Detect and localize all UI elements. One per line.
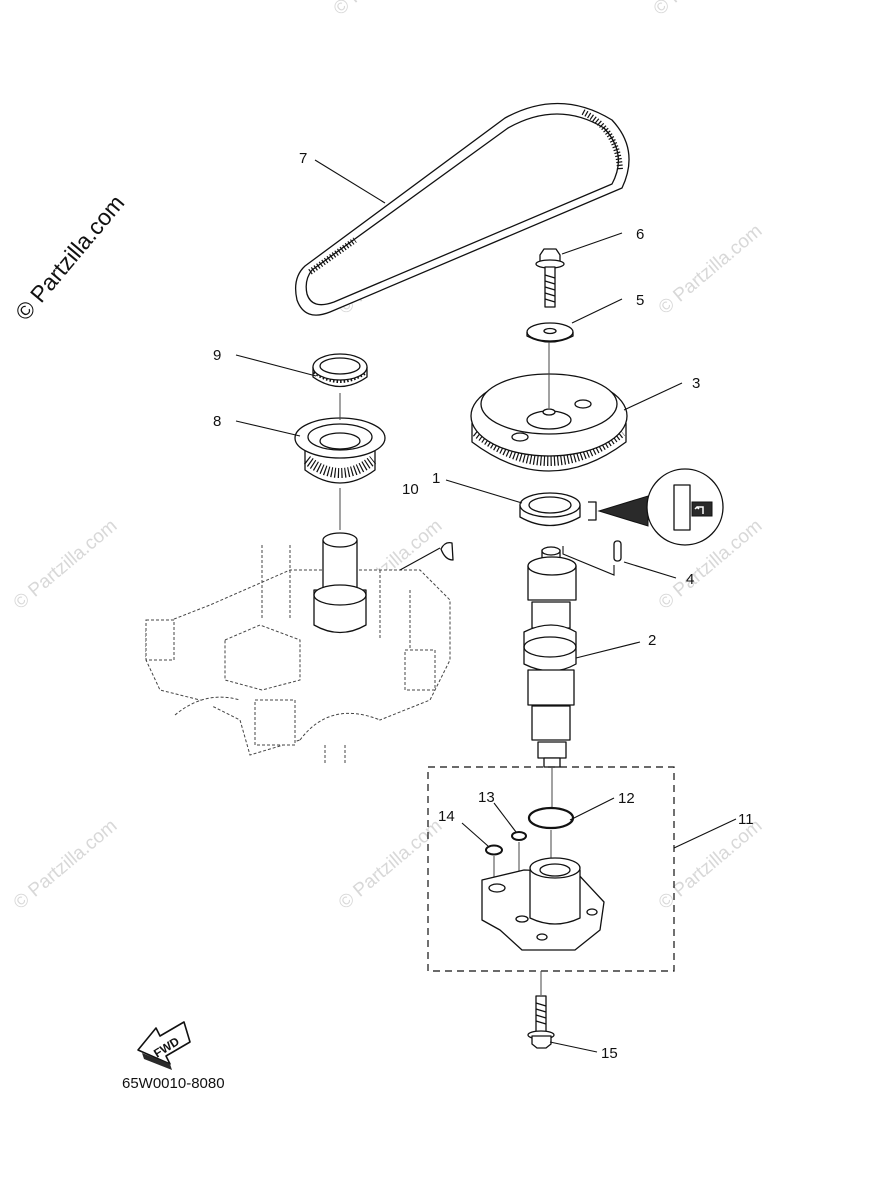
callout-10: 10 [402,481,419,498]
woodruff-key [399,541,454,571]
o-ring-12 [527,806,575,830]
callout-12: 12 [618,790,635,807]
watermarks: © Partzilla.com © Partzilla.com © Partzi… [10,0,767,914]
watermark: © Partzilla.com [10,515,122,613]
washer-5 [526,322,574,343]
watermark: © Partzilla.com [10,815,122,913]
callout-3: 3 [692,375,700,392]
drive-pulley [294,393,386,484]
callout-14: 14 [438,808,455,825]
bolt-15 [527,995,555,1049]
callout-1: 1 [432,470,440,487]
leader-lines [235,159,737,1053]
watermark: © Partzilla.com [650,0,762,20]
watermark: © Partzilla.com [330,0,442,20]
belt-guide-ring [312,353,368,388]
o-ring-13 [511,831,527,841]
callout-5: 5 [636,292,644,309]
callout-7: 7 [299,150,307,167]
oil-pump-assembly [427,766,675,995]
bolt-6 [535,248,565,308]
camshaft [523,546,577,808]
fwd-arrow-icon: FWD [137,1021,191,1070]
oil-seal [519,468,724,546]
callout-2: 2 [648,632,656,649]
driven-pulley [470,342,628,472]
watermark: © Partzilla.com [655,815,767,913]
watermark: © Partzilla.com [655,220,767,318]
callout-9: 9 [213,347,221,364]
dowel-pin [562,540,622,576]
callout-11: 11 [738,811,754,828]
o-ring-14 [485,844,503,856]
timing-belt [294,102,630,316]
crankcase-ghost [145,488,451,765]
callout-13: 13 [478,789,495,806]
callout-6: 6 [636,226,644,243]
callout-4: 4 [686,571,694,588]
watermark: © Partzilla.com [335,815,447,913]
callout-8: 8 [213,413,221,430]
callout-15: 15 [601,1045,618,1062]
callout-numbers: 1 2 3 4 5 6 7 8 9 10 11 12 13 14 15 [213,150,754,1062]
copyright-text: © Partzilla.com [10,190,130,325]
reference-code: 65W0010-8080 [122,1075,225,1092]
